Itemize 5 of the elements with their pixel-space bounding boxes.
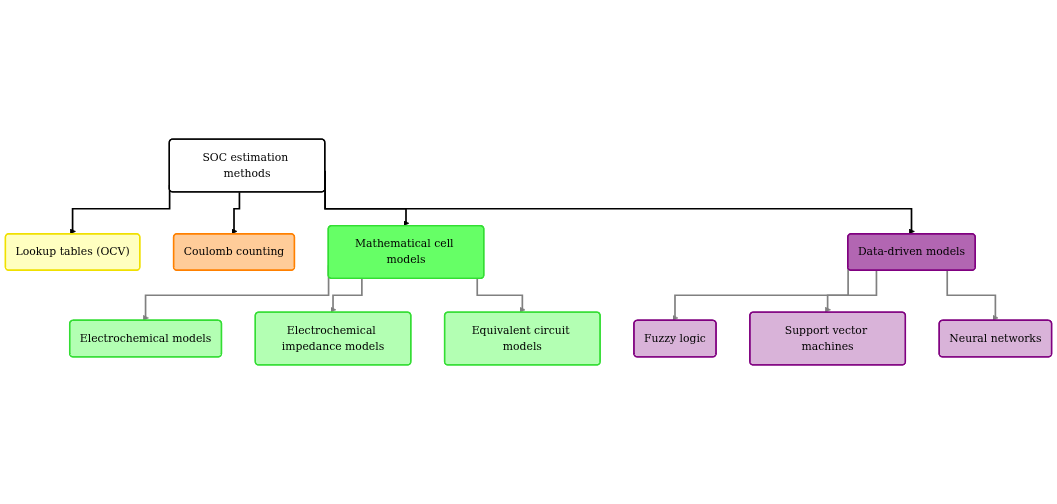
arrow (946, 269, 999, 321)
arrow (231, 191, 241, 235)
arrow (476, 277, 526, 313)
arrow (824, 269, 878, 313)
arrow (330, 277, 363, 313)
